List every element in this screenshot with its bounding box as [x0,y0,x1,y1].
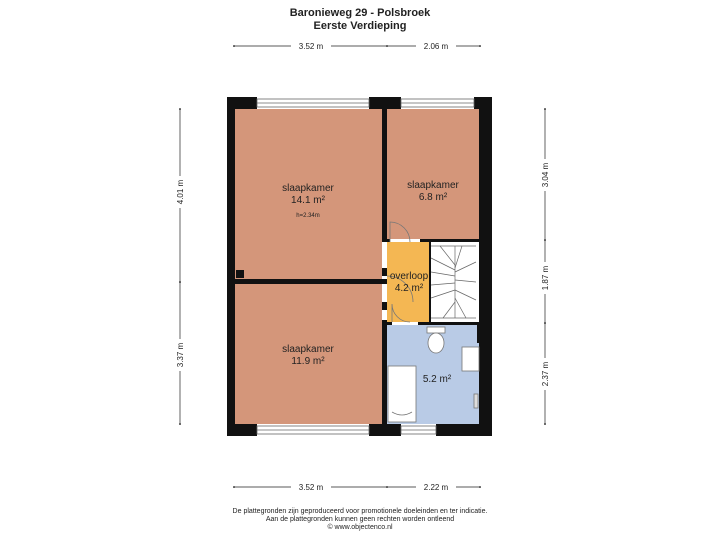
dim-top-right: 2.06 m [424,42,449,51]
dim-right-bottom: 2.37 m [541,361,550,386]
stairs-area [429,242,480,322]
room-bedroom-2-area: 6.8 m² [419,192,448,203]
dim-right-top: 3.04 m [541,162,550,187]
windows [256,98,475,435]
dim-left-lower: 3.37 m [176,342,185,367]
bathroom-fixtures [387,325,480,423]
room-bedroom-3: slaapkamer 11.9 m² [282,344,334,367]
room-bedroom-3-name: slaapkamer [282,344,334,355]
room-bedroom-3-fill [234,284,382,424]
toilet-bowl [427,332,445,354]
room-bedroom-2-fill [387,109,480,239]
dim-right-middle: 1.87 m [541,265,550,290]
room-landing-area: 4.2 m² [395,283,424,294]
room-bedroom-1-name: slaapkamer [282,183,334,194]
room-bathroom-area: 5.2 m² [423,374,452,385]
room-bedroom-3-area: 11.9 m² [291,356,325,367]
toilet-tank [426,326,446,334]
room-bedroom-1-height: h=2.34m [296,213,320,219]
room-bedroom-2: slaapkamer 6.8 m² [407,180,459,203]
walls [227,97,492,436]
room-bedroom-1-fill [234,109,382,279]
dim-bottom-left: 3.52 m [299,483,324,492]
disclaimer-line-1: De plattegronden zijn geproduceerd voor … [232,508,488,515]
staircase [430,245,477,319]
plan-floor-name: Eerste Verdieping [313,20,407,32]
radiator [473,393,479,409]
sink [461,346,480,372]
room-landing: overloop 4.2 m² [390,271,429,294]
dim-bottom-right: 2.22 m [424,483,449,492]
room-landing-fill [387,242,429,322]
dim-top-left: 3.52 m [299,42,324,51]
plan-address: Baronieweg 29 - Polsbroek [289,7,431,19]
dimension-labels: 3.52 m 2.06 m 3.52 m 2.22 m 4.01 m 3.37 … [174,40,551,492]
room-bedroom-1-area: 14.1 m² [291,195,326,206]
room-bedroom-1: slaapkamer 14.1 m² h=2.34m [282,183,334,219]
room-bedroom-2-name: slaapkamer [407,180,459,191]
doors [386,221,414,323]
bathtub [387,365,417,423]
copyright-link[interactable]: © www.objectenco.nl [327,524,393,531]
room-landing-name: overloop [390,271,429,282]
dim-left-upper: 4.01 m [176,179,185,204]
disclaimer-line-2: Aan de plattegronden kunnen geen rechten… [265,516,455,523]
room-bathroom: 5.2 m² [423,374,452,385]
